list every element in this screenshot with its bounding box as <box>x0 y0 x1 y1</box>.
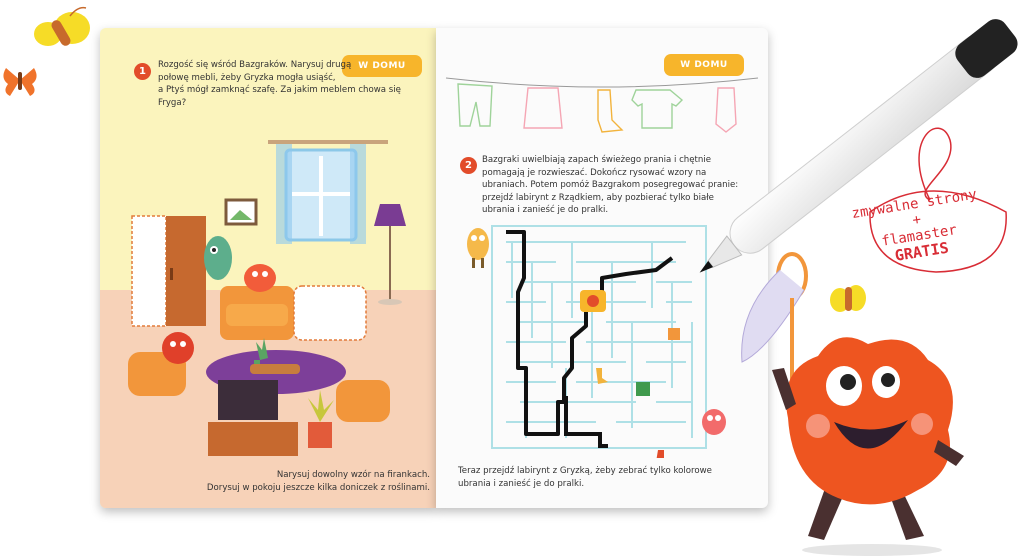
butterfly-icon <box>830 285 866 312</box>
exercise-number-badge: 2 <box>460 157 477 174</box>
maze-puzzle <box>491 225 707 458</box>
marker-pen-icon <box>699 19 1018 273</box>
exercise-bottom-text: Narysuj dowolny wzór na firankach. Dorys… <box>206 470 430 493</box>
open-book: 1 W DOMU Rozgość się wśród Bazgraków. Na… <box>100 28 768 510</box>
clothesline-illustration <box>445 77 759 133</box>
category-tag: W DOMU <box>342 55 422 77</box>
exercise-instruction: Bazgraki uwielbiają zapach świeżego pran… <box>482 155 739 216</box>
category-tag: W DOMU <box>664 54 744 76</box>
right-page: W DOMU 2 Bazgraki uwielbiają zapach świe… <box>436 28 768 508</box>
butterfly-icon <box>34 6 90 46</box>
room-illustration <box>128 140 406 456</box>
exercise-number-badge: 1 <box>134 63 151 80</box>
butterfly-icon <box>3 68 37 96</box>
exercise-instruction: Rozgość się wśród Bazgraków. Narysuj dru… <box>158 60 401 108</box>
monster-character-icon <box>702 409 726 435</box>
promo-arrow <box>869 127 1007 273</box>
exercise-bottom-text: Teraz przejdź labirynt z Gryzką, żeby ze… <box>458 466 712 489</box>
left-page: 1 W DOMU Rozgość się wśród Bazgraków. Na… <box>100 28 436 508</box>
butterfly-net-icon <box>741 252 808 394</box>
monster-character-icon <box>772 337 964 556</box>
monster-character-icon <box>467 228 489 268</box>
